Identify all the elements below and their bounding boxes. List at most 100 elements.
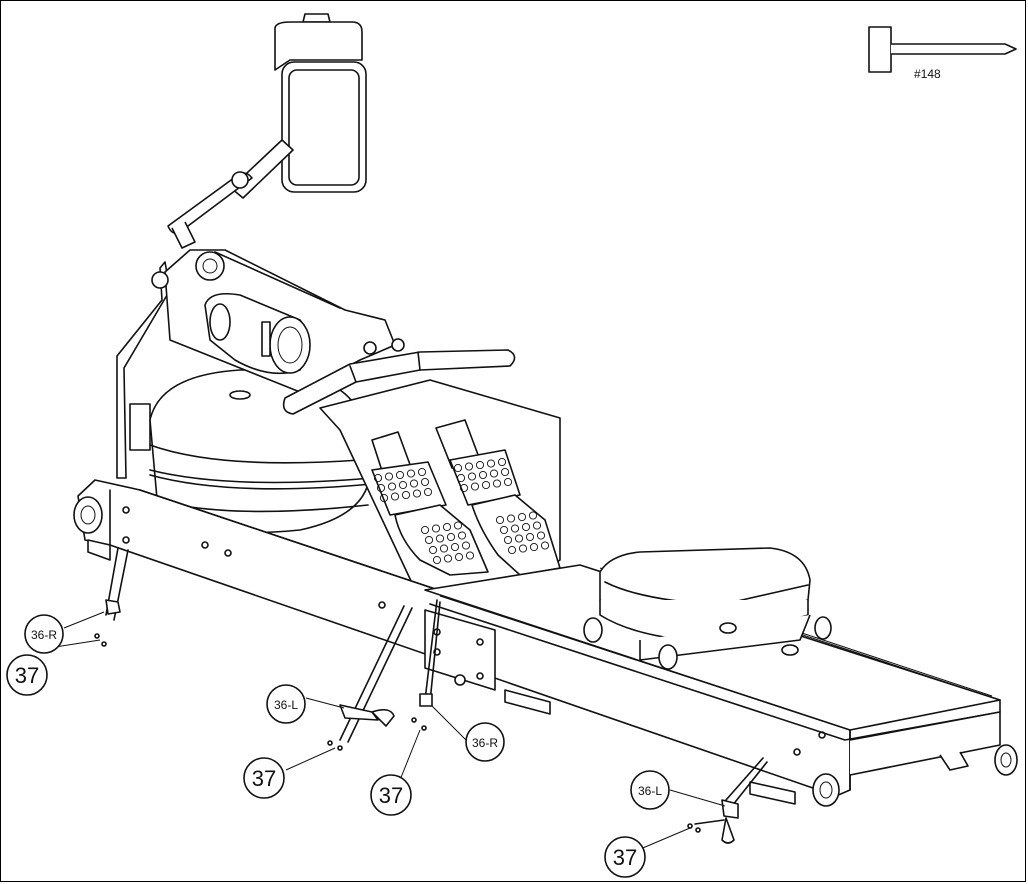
footrest-dot xyxy=(395,470,405,480)
footrest-dot xyxy=(379,493,389,503)
footrest-dot xyxy=(497,457,507,467)
svg-text:36-L: 36-L xyxy=(638,784,662,798)
footrest-dot xyxy=(423,487,433,497)
footrest-dot xyxy=(398,480,408,490)
footrest-dot xyxy=(439,544,449,553)
footrest-dot xyxy=(528,511,538,520)
footrest-dot xyxy=(506,514,516,523)
callout-36-l-front: 36-L xyxy=(630,770,670,810)
footrest-dot xyxy=(525,532,535,542)
footrest-dot xyxy=(453,463,463,473)
footrest-dot xyxy=(510,524,520,533)
rear-wheel xyxy=(812,744,1018,807)
footrest-dot xyxy=(417,467,427,477)
footrest-dot xyxy=(503,535,513,545)
callout-36-r-rear: 36-R xyxy=(24,614,64,654)
footrest-dot xyxy=(470,482,480,491)
footrest-dot xyxy=(465,551,475,560)
leg-mid-right xyxy=(419,599,441,707)
footrest-dot xyxy=(478,470,488,480)
seat xyxy=(583,547,832,670)
footrest-dot xyxy=(450,542,460,552)
footrest-dot xyxy=(529,542,539,552)
footrest-dot xyxy=(424,535,434,545)
monitor xyxy=(274,13,367,193)
footrest-dot xyxy=(489,469,499,478)
footrest-dot xyxy=(453,521,463,530)
svg-text:37: 37 xyxy=(379,783,403,808)
footrest-dot xyxy=(384,472,394,481)
footrest-dot xyxy=(390,492,400,501)
footrest-dot xyxy=(486,459,496,468)
leg-mid-left xyxy=(339,605,413,743)
svg-text:36-R: 36-R xyxy=(31,628,57,642)
svg-text:37: 37 xyxy=(15,663,39,688)
footrest-dot xyxy=(518,544,528,553)
footrest-right xyxy=(435,419,561,576)
footrest-dot xyxy=(459,483,469,493)
footrest-dot xyxy=(467,472,477,481)
footrest-dot xyxy=(492,479,502,488)
beam-foot xyxy=(504,689,551,715)
footrest-dot xyxy=(475,460,485,470)
footrest-dot xyxy=(442,522,452,532)
footrest-dot xyxy=(412,489,422,498)
footrest-dot xyxy=(401,490,411,500)
beam-holes xyxy=(122,506,826,756)
footrest-dot xyxy=(428,545,438,555)
footrest-dot xyxy=(514,534,524,543)
callout-36-r-mid: 36-R xyxy=(465,722,505,762)
callout-36-l-mid: 36-L xyxy=(266,684,306,724)
front-wheel xyxy=(73,496,103,534)
footrest-dot xyxy=(376,483,386,493)
footrest-dot xyxy=(456,473,466,483)
leg-front xyxy=(694,757,768,844)
callout-37-mid-right: 37 xyxy=(370,774,412,816)
footrest-dot xyxy=(499,525,509,535)
svg-text:36-R: 36-R xyxy=(472,736,498,750)
footrest-dot xyxy=(461,541,471,550)
svg-text:37: 37 xyxy=(252,766,276,791)
footrest-dot xyxy=(406,469,416,478)
footrest-dot xyxy=(431,524,441,533)
footrest-dot xyxy=(387,482,397,491)
footrest-dot xyxy=(373,473,383,483)
nail-label: #148 xyxy=(914,67,941,81)
footrest-dot xyxy=(446,532,456,542)
pulley-housing xyxy=(151,249,405,393)
footrest-dot xyxy=(503,477,513,487)
footrest-dot xyxy=(457,531,467,540)
footrest-dot xyxy=(464,462,474,471)
beam-foot xyxy=(749,781,796,805)
footrest-dot xyxy=(409,479,419,488)
footrest-dot xyxy=(517,512,527,522)
monitor-arm xyxy=(167,139,294,249)
footrest-left xyxy=(371,431,489,576)
footrest-dot xyxy=(435,534,445,543)
callout-37-mid-left: 37 xyxy=(243,757,285,799)
footrest-dot xyxy=(521,522,531,532)
footrest-dot xyxy=(443,554,453,563)
footrest-dot xyxy=(432,555,442,565)
svg-text:36-L: 36-L xyxy=(274,698,298,712)
footrest-dot xyxy=(454,552,464,562)
footrest-dot xyxy=(507,545,517,555)
nail-icon xyxy=(868,26,1017,73)
handle-bar xyxy=(282,349,516,415)
footrest-dot xyxy=(532,521,542,530)
footrest-dot xyxy=(536,531,546,540)
footrest-dot-pattern xyxy=(373,457,550,565)
footrest-dot xyxy=(420,477,430,487)
footrest-dot xyxy=(500,467,510,477)
svg-text:37: 37 xyxy=(613,845,637,870)
footrest-dot xyxy=(420,525,430,535)
callout-37-rear: 37 xyxy=(6,654,48,696)
leg-rear xyxy=(105,547,129,621)
footrest-dot xyxy=(540,541,550,550)
callout-37-front: 37 xyxy=(604,836,646,878)
screws xyxy=(94,633,701,833)
footrest-dot xyxy=(481,480,491,490)
footrest-dot xyxy=(495,515,505,525)
